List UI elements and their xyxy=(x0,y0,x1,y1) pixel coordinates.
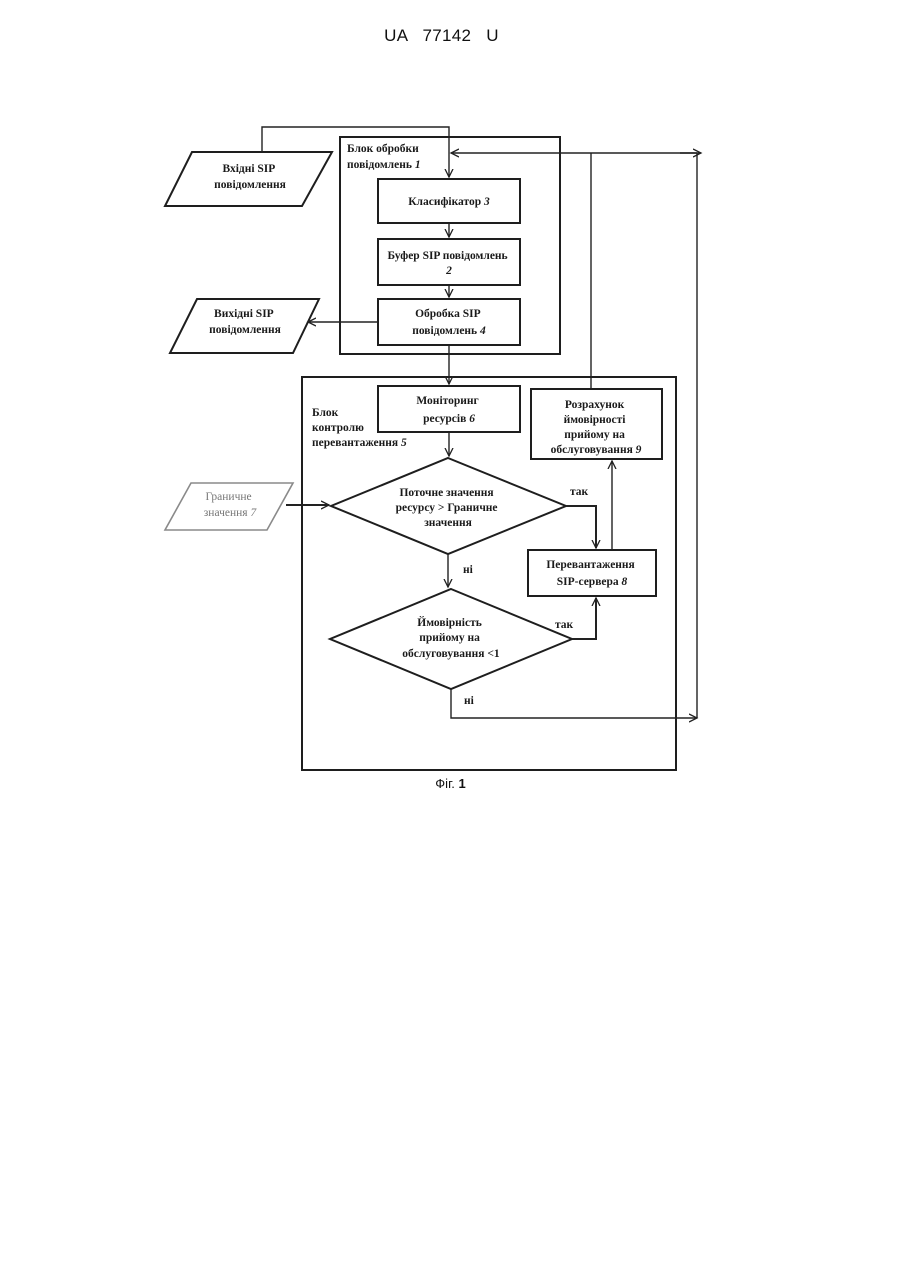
decision2-line1: Ймовірність xyxy=(417,615,482,629)
no-label-1: ні xyxy=(463,564,474,576)
buffer-box xyxy=(378,239,520,285)
processing-line2: повідомлень xyxy=(412,325,477,337)
decision2-line2: прийому на xyxy=(419,632,480,644)
monitoring-line1: Моніторинг xyxy=(416,395,478,407)
svg-text:Блок обробки повідомлень 1: Блок обробки повідомлень 1 xyxy=(347,143,422,171)
control-block-line1: Блок xyxy=(312,407,339,419)
classifier-label: Класифікатор xyxy=(408,196,481,208)
output-sip-line1: Вихідні SIP xyxy=(214,308,274,320)
overload-line2: SIP-сервера xyxy=(557,576,619,588)
processing-number: 4 xyxy=(479,325,486,337)
overload-number: 8 xyxy=(622,576,628,588)
calculation-number: 9 xyxy=(636,444,642,456)
monitoring-line2: ресурсів xyxy=(423,413,466,425)
processing-line1: Обробка SIP xyxy=(415,308,481,320)
figure-caption-number: 1 xyxy=(458,776,465,791)
threshold-line2: значення xyxy=(204,507,249,519)
control-block-number: 5 xyxy=(401,437,407,449)
buffer-number: 2 xyxy=(445,265,452,277)
yes-label-1: так xyxy=(570,486,589,498)
yes-label-2: так xyxy=(555,619,574,631)
monitoring-number: 6 xyxy=(469,413,475,425)
calculation-line3: прийому на xyxy=(564,429,625,441)
no-label-2: ні xyxy=(464,695,475,707)
calculation-line2: ймовірності xyxy=(564,414,627,426)
calculation-line4: обслуговування xyxy=(551,444,633,456)
input-sip-line1: Вхідні SIP xyxy=(222,163,275,175)
control-block-line3: перевантаження xyxy=(312,437,398,449)
overload-box xyxy=(528,550,656,596)
monitoring-box xyxy=(378,386,520,432)
decision1-line3: значення xyxy=(424,517,472,529)
figure-caption-prefix: Фіг. xyxy=(435,776,455,791)
output-sip-line2: повідомлення xyxy=(209,324,281,336)
control-block-line2: контролю xyxy=(312,422,364,434)
decision1-line2: ресурсу > Граничне xyxy=(396,502,498,514)
classifier-number: 3 xyxy=(483,196,490,208)
figure-caption: Фіг. 1 xyxy=(0,776,901,791)
svg-text:Класифікатор 3: Класифікатор 3 xyxy=(408,196,490,208)
buffer-label: Буфер SIP повідомлень xyxy=(387,250,507,262)
processing-block-line2: повідомлень xyxy=(347,159,412,171)
calculation-line1: Розрахунок xyxy=(565,399,625,411)
decision1-line1: Поточне значення xyxy=(399,487,493,499)
processing-block-line1: Блок обробки xyxy=(347,143,419,155)
decision2-line3: обслуговування <1 xyxy=(402,648,500,660)
threshold-line1: Граничне xyxy=(205,491,251,503)
input-sip-line2: повідомлення xyxy=(214,179,286,191)
overload-line1: Перевантаження xyxy=(546,559,634,571)
processing-box xyxy=(378,299,520,345)
processing-block-number: 1 xyxy=(415,159,421,171)
